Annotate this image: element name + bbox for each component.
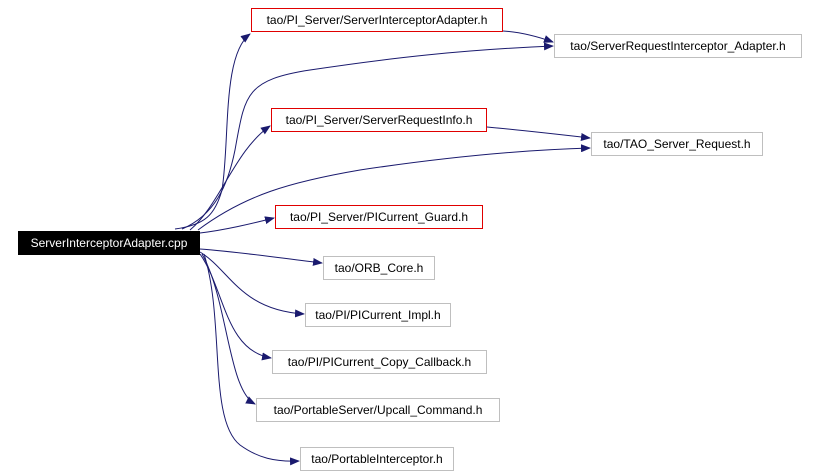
node-pi-server-server-request-info-h[interactable]: tao/PI_Server/ServerRequestInfo.h — [271, 108, 487, 132]
edge-root-to-orb_core — [199, 248, 323, 266]
edge-root-to-pi_sia — [174, 33, 251, 230]
edge-root-to-sri_adapter — [181, 42, 554, 230]
node-portable-interceptor-h[interactable]: tao/PortableInterceptor.h — [300, 447, 454, 471]
node-pi-server-picurrent-guard-h[interactable]: tao/PI_Server/PICurrent_Guard.h — [275, 205, 483, 229]
edge-root-to-portable_interceptor — [203, 253, 300, 466]
node-pi-server-server-interceptor-adapter-h[interactable]: tao/PI_Server/ServerInterceptorAdapter.h — [251, 8, 503, 32]
edge-root-to-upcall — [201, 253, 256, 405]
node-server-interceptor-adapter-cpp[interactable]: ServerInterceptorAdapter.cpp — [18, 231, 200, 255]
node-pi-picurrent-impl-h[interactable]: tao/PI/PICurrent_Impl.h — [305, 303, 451, 327]
node-portable-server-upcall-command-h[interactable]: tao/PortableServer/Upcall_Command.h — [256, 398, 500, 422]
edge-root-to-pic_impl — [199, 251, 305, 318]
edges-group — [174, 30, 591, 466]
node-orb-core-h[interactable]: tao/ORB_Core.h — [323, 256, 435, 280]
edge-pi_sri-to-tao_sr — [486, 126, 591, 141]
edge-root-to-pi_sri — [189, 125, 271, 231]
node-pi-picurrent-copy-callback-h[interactable]: tao/PI/PICurrent_Copy_Callback.h — [272, 350, 487, 374]
node-server-request-interceptor-adapter-h[interactable]: tao/ServerRequestInterceptor_Adapter.h — [554, 34, 802, 58]
edge-pi_sia-to-sri_adapter — [502, 30, 554, 43]
edge-root-to-pic_guard — [199, 216, 275, 234]
node-tao-server-request-h[interactable]: tao/TAO_Server_Request.h — [591, 132, 763, 156]
edge-root-to-tao_sr — [197, 144, 591, 231]
edge-root-to-pic_copy — [199, 253, 272, 361]
